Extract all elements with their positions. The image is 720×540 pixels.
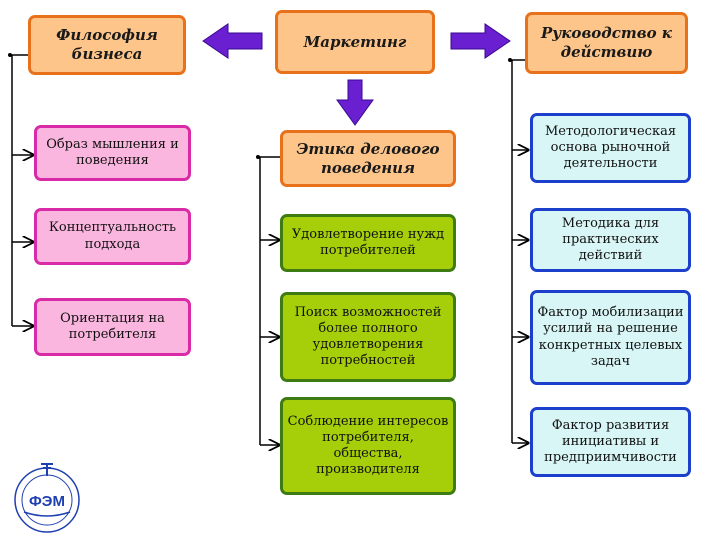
arrow-down-icon bbox=[336, 79, 374, 126]
right-item-box: Фактор мобилизации усилий на решение кон… bbox=[530, 290, 691, 385]
right-item-label: Методологическая основа рыночной деятель… bbox=[544, 123, 677, 172]
guide-label: Руководство к действию bbox=[541, 24, 672, 61]
middle-item-box: Удовлетворение нужд потребителей bbox=[280, 214, 456, 272]
left-item-box: Концептуальность подхода bbox=[34, 208, 191, 265]
middle-item-label: Соблюдение интересов потребителя, общест… bbox=[287, 413, 449, 478]
right-item-label: Методика для практических действий bbox=[561, 215, 660, 264]
right-branch-lines bbox=[508, 58, 528, 443]
middle-item-box: Поиск возможностей более полного удовлет… bbox=[280, 292, 456, 382]
marketing-box: Маркетинг bbox=[275, 10, 435, 74]
philosophy-box: Философия бизнеса bbox=[28, 15, 186, 75]
left-item-box: Ориентация на потребителя bbox=[34, 298, 191, 356]
right-item-label: Фактор развития инициативы и предприимчи… bbox=[544, 417, 677, 466]
left-branch-lines bbox=[8, 53, 33, 326]
right-item-box: Методика для практических действий bbox=[530, 208, 691, 272]
guide-box: Руководство к действию bbox=[525, 12, 688, 74]
right-item-box: Фактор развития инициативы и предприимчи… bbox=[530, 407, 691, 477]
arrow-right-icon bbox=[450, 23, 511, 59]
ethics-box: Этика делового поведения bbox=[280, 130, 456, 187]
logo-abbr: ФЭМ bbox=[29, 493, 65, 510]
left-item-box: Образ мышления и поведения bbox=[34, 125, 191, 181]
arrow-left-icon bbox=[202, 23, 263, 59]
middle-item-box: Соблюдение интересов потребителя, общест… bbox=[280, 397, 456, 495]
left-item-label: Концептуальность подхода bbox=[48, 220, 177, 252]
left-item-label: Образ мышления и поведения bbox=[46, 136, 179, 168]
right-item-label: Фактор мобилизации усилий на решение кон… bbox=[537, 305, 684, 369]
philosophy-label: Философия бизнеса bbox=[56, 26, 158, 63]
middle-branch-lines bbox=[256, 155, 281, 445]
middle-item-label: Поиск возможностей более полного удовлет… bbox=[294, 304, 442, 369]
fem-logo-icon: ФЭМ bbox=[14, 463, 80, 533]
left-item-label: Ориентация на потребителя bbox=[60, 310, 165, 342]
ethics-label: Этика делового поведения bbox=[296, 139, 440, 177]
middle-item-label: Удовлетворение нужд потребителей bbox=[291, 226, 445, 258]
marketing-label: Маркетинг bbox=[303, 32, 407, 51]
right-item-box: Методологическая основа рыночной деятель… bbox=[530, 113, 691, 183]
